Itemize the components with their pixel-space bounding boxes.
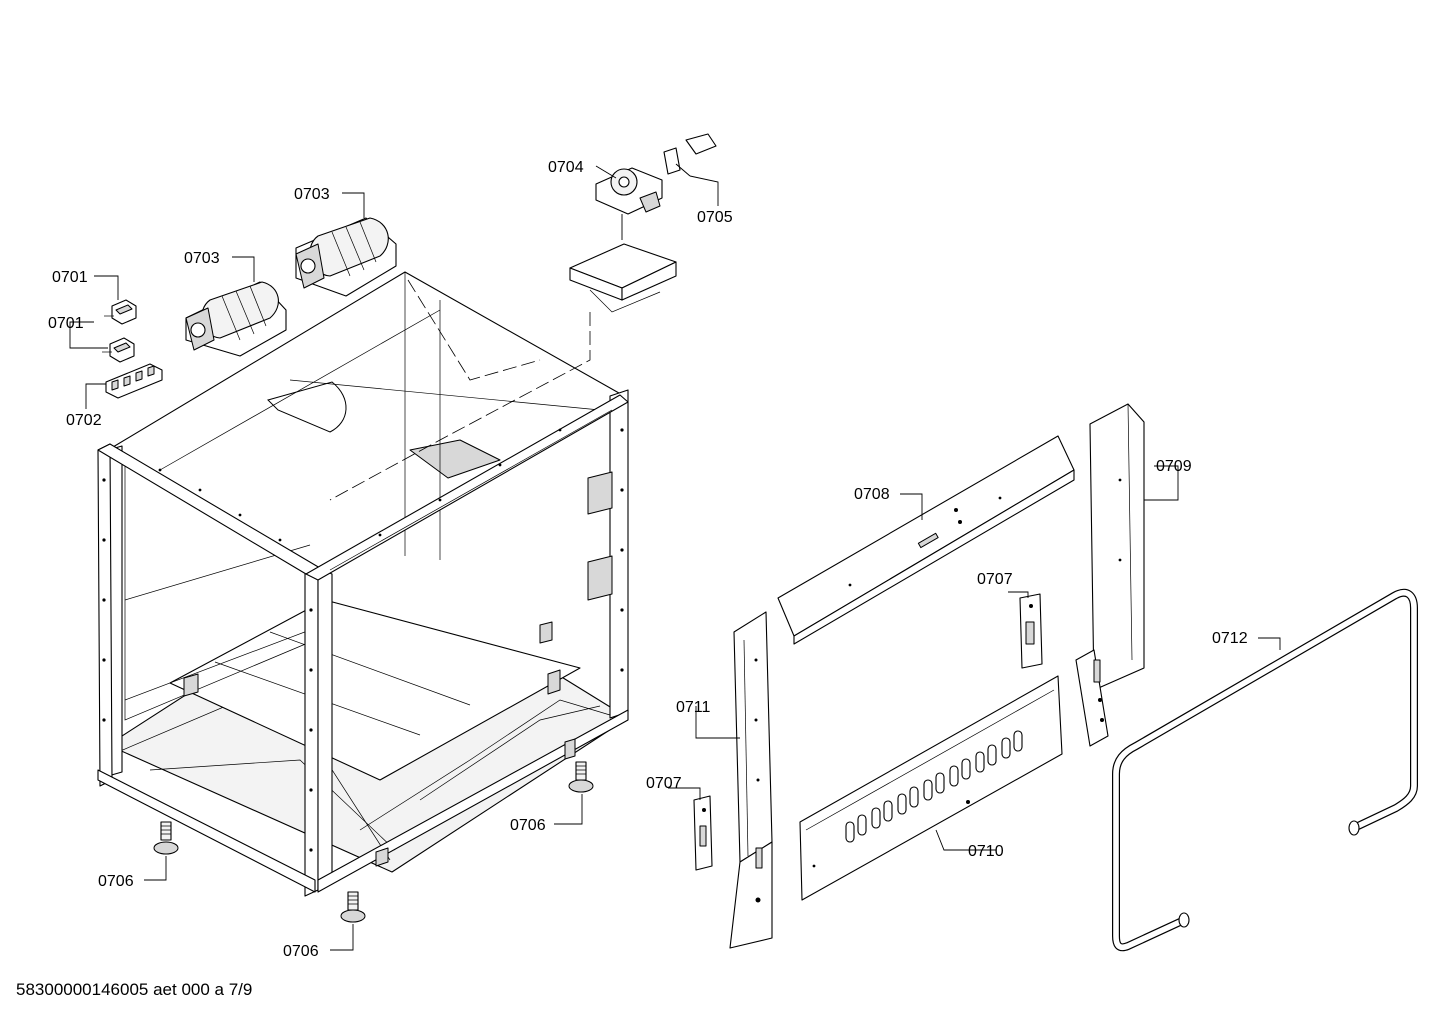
callout-0709: 0709 bbox=[1156, 458, 1192, 475]
part-0712-handle-rod bbox=[1112, 588, 1418, 952]
callout-0706-left: 0706 bbox=[98, 873, 134, 890]
part-0701-switch-lower bbox=[102, 337, 135, 363]
callout-0706-right: 0706 bbox=[510, 817, 546, 834]
part-0704-control-module bbox=[595, 167, 663, 215]
part-0701-switch-upper bbox=[104, 299, 137, 325]
document-footer-code: 58300000146005 aet 000 a 7/9 bbox=[16, 980, 253, 999]
part-0711-side-panel bbox=[729, 611, 773, 949]
part-0707-hinge-lower bbox=[693, 795, 713, 871]
callout-0701-upper: 0701 bbox=[52, 269, 88, 286]
callout-0705: 0705 bbox=[697, 209, 733, 226]
part-0705-sensor-bracket bbox=[663, 133, 717, 177]
callout-0707-lower: 0707 bbox=[646, 775, 682, 792]
part-0710-vented-panel bbox=[799, 675, 1063, 901]
callout-0703-left: 0703 bbox=[184, 250, 220, 267]
callout-0701-lower: 0701 bbox=[48, 315, 84, 332]
part-0702-terminal-block bbox=[105, 363, 163, 399]
part-0706-leveling-foot-left bbox=[153, 821, 179, 855]
callout-0708: 0708 bbox=[854, 486, 890, 503]
part-0709-side-panel bbox=[1075, 403, 1145, 747]
callout-0703-right: 0703 bbox=[294, 186, 330, 203]
part-0707-hinge-upper bbox=[1019, 593, 1043, 669]
callout-0702: 0702 bbox=[66, 412, 102, 429]
part-0706-leveling-foot-right bbox=[568, 761, 594, 793]
part-0703-fan-left bbox=[185, 281, 287, 357]
callout-0706-bottom: 0706 bbox=[283, 943, 319, 960]
vent-slots bbox=[845, 730, 1023, 843]
callout-0704: 0704 bbox=[548, 159, 584, 176]
callout-0711: 0711 bbox=[676, 699, 711, 716]
leader-lines bbox=[69, 165, 1281, 951]
callout-0712: 0712 bbox=[1212, 630, 1248, 647]
callout-0710: 0710 bbox=[968, 843, 1004, 860]
callout-labels: 0701 0701 0702 0703 0703 0704 0705 0706 … bbox=[48, 159, 1248, 960]
callout-0707-upper: 0707 bbox=[977, 571, 1013, 588]
part-0703-fan-right bbox=[295, 217, 397, 297]
tray-bracket bbox=[569, 243, 677, 313]
part-0708-top-rail bbox=[777, 435, 1075, 645]
part-0706-leveling-foot-bottom bbox=[340, 891, 366, 923]
oven-frame bbox=[97, 271, 629, 897]
